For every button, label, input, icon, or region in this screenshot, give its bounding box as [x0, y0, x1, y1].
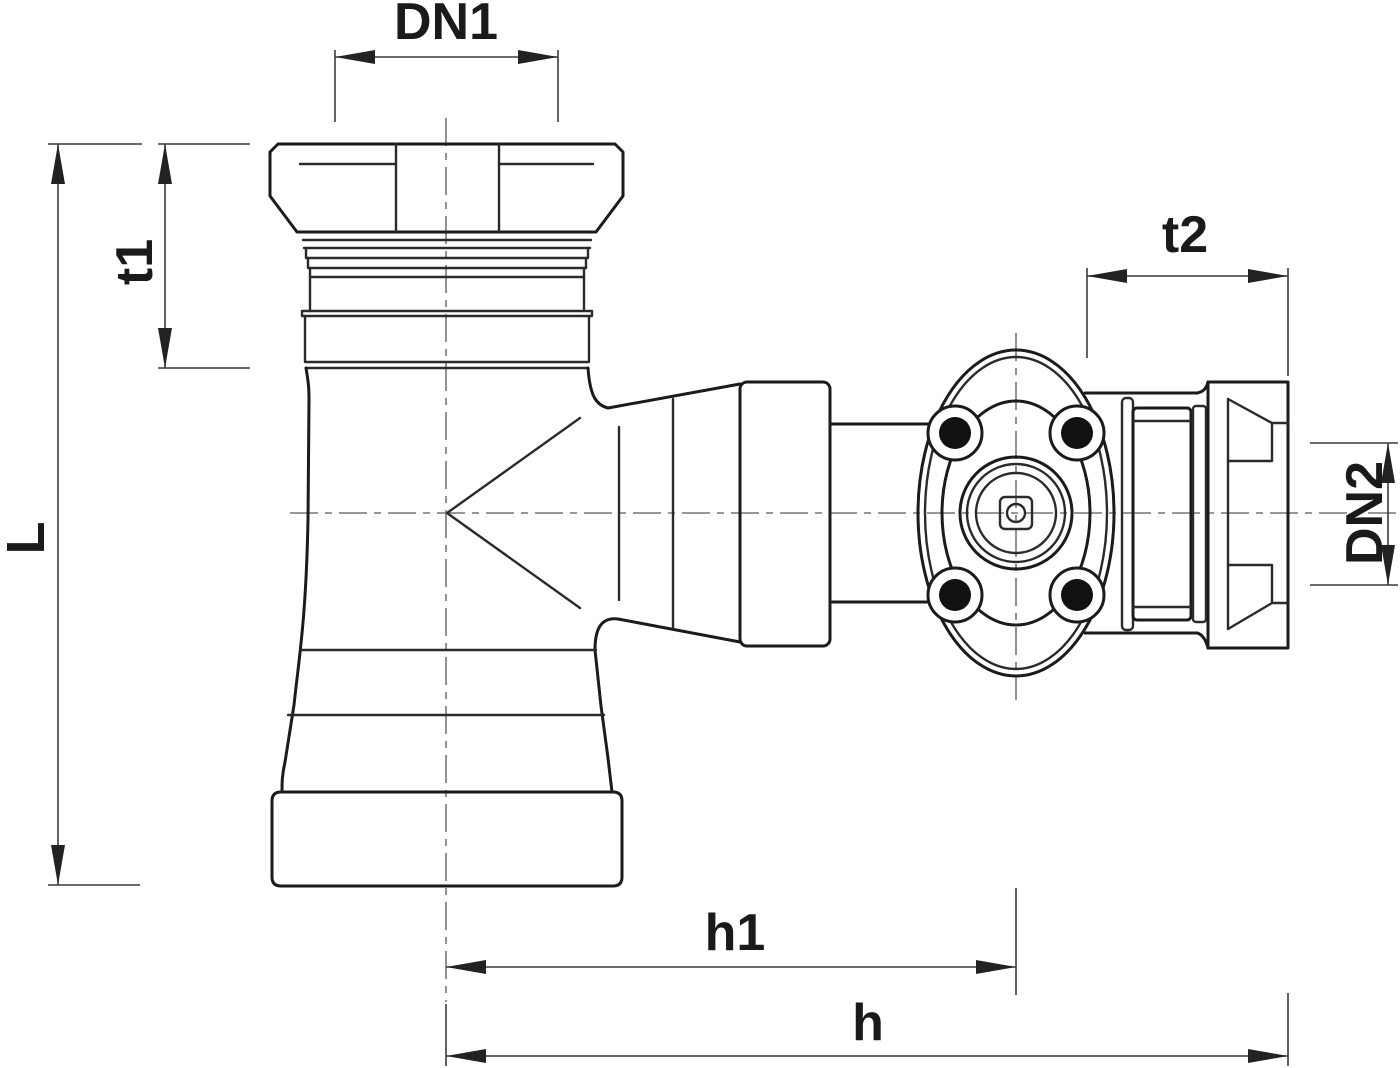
- neck-walls: [1083, 391, 1199, 635]
- neck-step-top: [1195, 380, 1210, 395]
- adapter-block: [1131, 406, 1193, 622]
- right-connection: [1083, 380, 1290, 650]
- l-arrow-top: [51, 144, 65, 184]
- bottom-union-nut: [270, 790, 624, 888]
- branch-connection: [617, 380, 934, 648]
- h1-arrow-left: [446, 960, 486, 974]
- washer-disc: [1191, 404, 1208, 624]
- dimension-l: L: [0, 143, 142, 886]
- flange-inner-ellipse: [923, 355, 1109, 671]
- dn1-extension-lines: [334, 50, 559, 122]
- dimension-dn1: DN1: [334, 0, 559, 122]
- centerlines: [290, 118, 1398, 1002]
- dn1-label: DN1: [394, 0, 498, 51]
- dn1-arrow-left: [335, 50, 375, 64]
- h1-label: h1: [705, 904, 766, 962]
- t1-label: t1: [106, 239, 164, 285]
- t2-arrow-right: [1248, 269, 1288, 283]
- flange-bolt: [939, 579, 971, 611]
- branch-pipe-walls: [828, 422, 934, 604]
- flange-bolt: [939, 417, 971, 449]
- dn1-arrow-right: [518, 50, 558, 64]
- dn2-arrow-top: [1381, 443, 1395, 483]
- flange-center-ring-mid: [965, 462, 1067, 564]
- top-union-nut: [268, 142, 625, 234]
- body-right-flank-top: [586, 366, 742, 410]
- dimension-t2: t2: [1086, 206, 1289, 376]
- flange-raised-face: [940, 399, 1092, 627]
- flange-center-ring-inner: [974, 471, 1058, 555]
- flange-outer-ellipse: [916, 348, 1116, 678]
- t1-extension-lines: [158, 143, 250, 369]
- t2-extension-lines: [1086, 268, 1289, 376]
- cap-nut-facets: [1226, 397, 1290, 631]
- l-label: L: [0, 522, 56, 555]
- body-right-flank-bottom: [593, 617, 742, 794]
- dimension-h: h: [445, 993, 1289, 1066]
- spindle-square: [998, 495, 1034, 531]
- spindle-center-hole: [1005, 502, 1027, 524]
- oval-flange: [916, 348, 1116, 678]
- gasket-ring: [1120, 396, 1135, 632]
- flange-bolt: [1061, 417, 1093, 449]
- l-extension-lines: [48, 143, 142, 886]
- valve-seat-cone: [445, 416, 582, 610]
- h-label: h: [852, 994, 884, 1052]
- t1-arrow-top: [158, 144, 172, 184]
- dn2-label: DN2: [1336, 461, 1394, 565]
- t2-arrow-left: [1087, 269, 1127, 283]
- flange-bolt: [1061, 579, 1093, 611]
- dimension-t1: t1: [106, 143, 250, 369]
- flange-center-ring-outer: [958, 455, 1074, 571]
- dimension-h1: h1: [446, 888, 1017, 995]
- top-nut-outline: [268, 142, 625, 234]
- adapter-block-lines: [1131, 419, 1193, 609]
- h1-arrow-right: [976, 960, 1016, 974]
- neck-step-bottom: [1195, 631, 1210, 650]
- t1-arrow-bottom: [158, 328, 172, 368]
- cap-nut-outline: [1206, 380, 1290, 650]
- valve-body: [280, 366, 742, 794]
- dimension-dn2: DN2: [1310, 442, 1398, 586]
- t2-label: t2: [1162, 206, 1208, 264]
- bottom-nut-outline: [270, 790, 624, 888]
- branch-block: [738, 380, 832, 648]
- body-left-flank: [280, 366, 311, 794]
- h-arrow-left: [446, 1049, 486, 1063]
- valve-body-rings: [300, 238, 594, 370]
- h-arrow-right: [1248, 1049, 1288, 1063]
- l-arrow-bottom: [51, 845, 65, 885]
- dn2-extension-lines: [1310, 442, 1398, 586]
- dn2-arrow-bottom: [1381, 545, 1395, 585]
